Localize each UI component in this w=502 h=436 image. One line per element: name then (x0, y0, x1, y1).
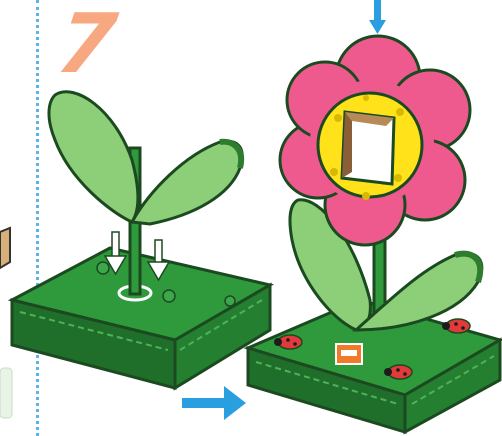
arrow-down-icon (369, 0, 386, 34)
step-divider (36, 0, 39, 436)
screw-icon (96, 261, 236, 307)
left-leaves (47, 90, 245, 226)
right-base (243, 298, 502, 435)
arrow-down-icon (103, 231, 171, 282)
flower (278, 34, 472, 247)
ladybug-icon (274, 318, 471, 380)
arrow-right-icon (182, 386, 246, 420)
previous-step-fragment (0, 226, 13, 419)
right-leaves (288, 198, 484, 332)
logo-sticker (335, 343, 363, 365)
